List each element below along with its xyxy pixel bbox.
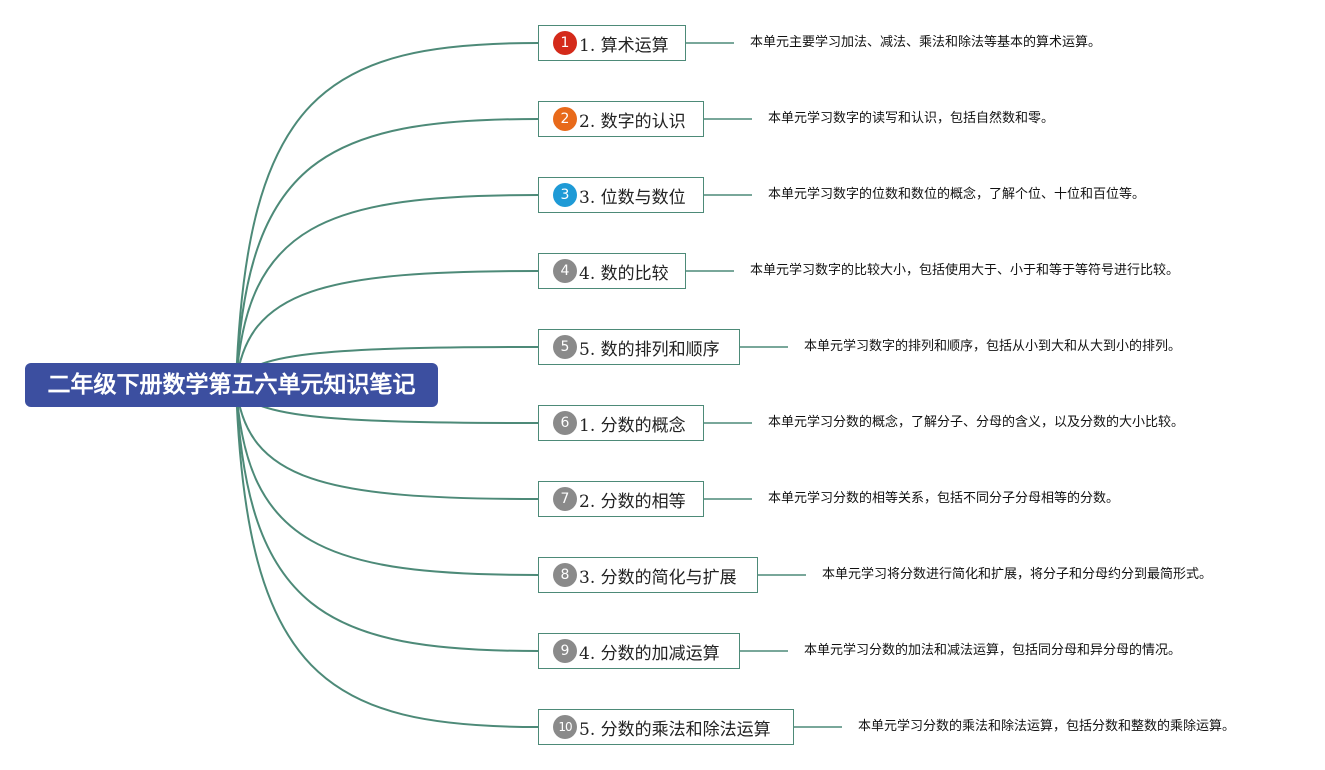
- branch-connector-9: [235, 384, 539, 652]
- branch-topic-label: 5. 分数的乘法和除法运算: [579, 719, 771, 740]
- branch-connector-10: [235, 384, 539, 728]
- priority-marker-icon: 9: [553, 639, 577, 663]
- priority-marker-icon: 2: [553, 107, 577, 131]
- subtopic-note-2[interactable]: 本单元学习数字的读写和认识，包括自然数和零。: [768, 111, 1055, 126]
- branch-topic-label: 4. 数的比较: [579, 263, 669, 284]
- branch-connector-2: [235, 118, 539, 386]
- priority-marker-icon: 6: [553, 411, 577, 435]
- branch-connector-3: [235, 194, 539, 386]
- branch-topic-label: 3. 分数的简化与扩展: [579, 567, 737, 588]
- subtopic-note-5[interactable]: 本单元学习数字的排列和顺序，包括从小到大和从大到小的排列。: [804, 339, 1182, 354]
- priority-marker-icon: 3: [553, 183, 577, 207]
- subtopic-note-4[interactable]: 本单元学习数字的比较大小，包括使用大于、小于和等于等符号进行比较。: [750, 263, 1180, 278]
- branch-topic-label: 3. 位数与数位: [579, 187, 686, 208]
- priority-marker-icon: 8: [553, 563, 577, 587]
- subtopic-note-9[interactable]: 本单元学习分数的加法和减法运算，包括同分母和异分母的情况。: [804, 643, 1182, 658]
- priority-marker-icon: 10: [553, 715, 577, 739]
- branch-topic-label: 5. 数的排列和顺序: [579, 339, 720, 360]
- priority-marker-icon: 1: [553, 31, 577, 55]
- priority-marker-icon: 5: [553, 335, 577, 359]
- branch-topic-label: 1. 算术运算: [579, 35, 669, 56]
- branch-topic-label: 2. 数字的认识: [579, 111, 686, 132]
- branch-topic-label: 4. 分数的加减运算: [579, 643, 720, 664]
- subtopic-note-8[interactable]: 本单元学习将分数进行简化和扩展，将分子和分母约分到最简形式。: [822, 567, 1213, 582]
- priority-marker-icon: 7: [553, 487, 577, 511]
- branch-connector-7: [235, 384, 539, 500]
- root-topic[interactable]: 二年级下册数学第五六单元知识笔记: [25, 363, 438, 407]
- subtopic-note-7[interactable]: 本单元学习分数的相等关系，包括不同分子分母相等的分数。: [768, 491, 1120, 506]
- branch-connector-1: [235, 42, 539, 386]
- branch-topic-label: 1. 分数的概念: [579, 415, 686, 436]
- root-topic-title: 二年级下册数学第五六单元知识笔记: [47, 372, 416, 398]
- priority-marker-icon: 4: [553, 259, 577, 283]
- branch-topic-label: 2. 分数的相等: [579, 491, 686, 512]
- branch-connector-4: [235, 270, 539, 386]
- branch-connector-8: [235, 384, 539, 576]
- subtopic-note-1[interactable]: 本单元主要学习加法、减法、乘法和除法等基本的算术运算。: [750, 35, 1102, 50]
- subtopic-note-6[interactable]: 本单元学习分数的概念，了解分子、分母的含义，以及分数的大小比较。: [768, 415, 1185, 430]
- subtopic-note-3[interactable]: 本单元学习数字的位数和数位的概念，了解个位、十位和百位等。: [768, 187, 1146, 202]
- subtopic-note-10[interactable]: 本单元学习分数的乘法和除法运算，包括分数和整数的乘除运算。: [858, 719, 1236, 734]
